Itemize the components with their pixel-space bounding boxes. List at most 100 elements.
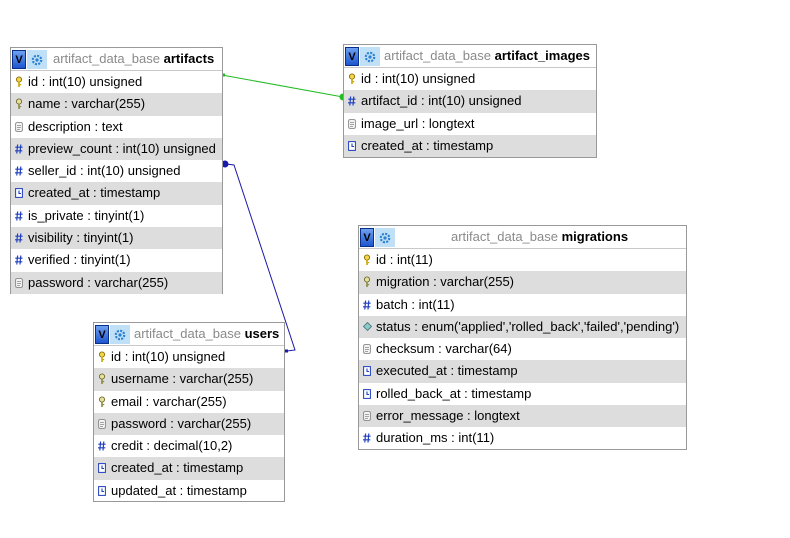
column-row[interactable]: error_message : longtext — [359, 405, 686, 428]
column-row[interactable]: batch : int(11) — [359, 294, 686, 316]
gear-icon[interactable] — [375, 228, 395, 247]
gear-icon[interactable] — [110, 325, 130, 344]
column-definition: seller_id : int(10) unsigned — [28, 163, 181, 179]
timestamp-field-icon — [97, 480, 107, 502]
column-row[interactable]: created_at : timestamp — [11, 182, 222, 205]
key-icon — [362, 271, 372, 293]
table-name: artifacts — [163, 51, 215, 66]
text-field-icon — [362, 405, 372, 427]
column-row[interactable]: id : int(11) — [359, 249, 686, 271]
text-field-icon — [14, 272, 24, 294]
table-title: artifact_data_base artifact_images — [384, 45, 590, 67]
numeric-field-icon — [14, 205, 24, 227]
column-row[interactable]: visibility : tinyint(1) — [11, 227, 222, 250]
column-definition: batch : int(11) — [376, 296, 455, 312]
column-row[interactable]: duration_ms : int(11) — [359, 427, 686, 449]
column-row[interactable]: verified : tinyint(1) — [11, 249, 222, 271]
column-row[interactable]: password : varchar(255) — [11, 271, 222, 294]
column-row[interactable]: image_url : longtext — [344, 113, 596, 135]
column-definition: artifact_id : int(10) unsigned — [361, 93, 522, 109]
column-row[interactable]: id : int(10) unsigned — [344, 68, 596, 90]
column-row[interactable]: password : varchar(255) — [94, 412, 284, 436]
gear-icon[interactable] — [360, 47, 380, 66]
column-definition: created_at : timestamp — [111, 460, 244, 476]
column-definition: updated_at : timestamp — [111, 482, 247, 498]
numeric-field-icon — [14, 249, 24, 271]
table-title: artifact_data_base users — [134, 323, 279, 345]
table-header-icons: V — [345, 47, 380, 67]
column-definition: password : varchar(255) — [111, 415, 252, 431]
key-icon — [347, 68, 357, 90]
column-row[interactable]: description : text — [11, 116, 222, 138]
column-row[interactable]: checksum : varchar(64) — [359, 338, 686, 360]
column-definition: name : varchar(255) — [28, 96, 146, 112]
column-definition: id : int(10) unsigned — [111, 349, 226, 364]
column-row[interactable]: is_private : tinyint(1) — [11, 205, 222, 227]
column-row[interactable]: created_at : timestamp — [344, 134, 596, 158]
timestamp-field-icon — [362, 383, 372, 405]
table-header[interactable]: V artifact_data_base artifacts — [11, 48, 222, 71]
table-migrations[interactable]: V artifact_data_base migrations id : int… — [358, 225, 687, 450]
key-icon — [97, 368, 107, 390]
toggle-columns-icon[interactable]: V — [360, 228, 374, 247]
table-header-icons: V — [12, 50, 47, 70]
database-name: artifact_data_base — [53, 51, 160, 66]
column-row[interactable]: updated_at : timestamp — [94, 480, 284, 502]
toggle-columns-icon[interactable]: V — [12, 50, 26, 69]
column-definition: description : text — [28, 118, 123, 134]
toggle-columns-icon[interactable]: V — [345, 47, 359, 66]
text-field-icon — [347, 113, 357, 135]
column-row[interactable]: status : enum('applied','rolled_back','f… — [359, 315, 686, 339]
table-name: artifact_images — [494, 48, 590, 63]
table-header[interactable]: V artifact_data_base users — [94, 323, 284, 346]
toggle-columns-icon[interactable]: V — [95, 325, 109, 344]
column-definition: credit : decimal(10,2) — [111, 438, 233, 454]
column-row[interactable]: email : varchar(255) — [94, 391, 284, 413]
numeric-field-icon — [362, 294, 372, 316]
column-definition: image_url : longtext — [361, 115, 475, 131]
table-header-icons: V — [95, 325, 130, 345]
column-row[interactable]: preview_count : int(10) unsigned — [11, 137, 222, 161]
gear-icon[interactable] — [27, 50, 47, 69]
column-row[interactable]: id : int(10) unsigned — [94, 346, 284, 368]
column-definition: username : varchar(255) — [111, 371, 254, 387]
table-users[interactable]: V artifact_data_base users id : int(10) … — [93, 322, 285, 502]
column-row[interactable]: created_at : timestamp — [94, 457, 284, 480]
column-definition: visibility : tinyint(1) — [28, 230, 134, 246]
key-icon — [14, 71, 24, 93]
table-header[interactable]: V artifact_data_base migrations — [359, 226, 686, 249]
numeric-field-icon — [14, 160, 24, 182]
database-name: artifact_data_base — [451, 229, 558, 244]
column-definition: rolled_back_at : timestamp — [376, 385, 532, 401]
column-row[interactable]: username : varchar(255) — [94, 368, 284, 391]
column-definition: error_message : longtext — [376, 408, 520, 424]
column-row[interactable]: migration : varchar(255) — [359, 271, 686, 294]
table-artifact-images[interactable]: V artifact_data_base artifact_images id … — [343, 44, 597, 158]
column-row[interactable]: id : int(10) unsigned — [11, 71, 222, 93]
column-definition: verified : tinyint(1) — [28, 252, 131, 268]
column-definition: preview_count : int(10) unsigned — [28, 140, 216, 156]
column-definition: id : int(11) — [376, 252, 433, 267]
column-definition: created_at : timestamp — [361, 137, 494, 153]
table-header-icons: V — [360, 228, 395, 248]
column-definition: id : int(10) unsigned — [28, 74, 143, 89]
numeric-field-icon — [14, 138, 24, 160]
column-definition: migration : varchar(255) — [376, 274, 514, 290]
table-name: migrations — [561, 229, 629, 244]
timestamp-field-icon — [347, 135, 357, 157]
column-row[interactable]: executed_at : timestamp — [359, 360, 686, 383]
column-row[interactable]: name : varchar(255) — [11, 93, 222, 116]
table-title: artifact_data_base artifacts — [53, 48, 214, 70]
table-artifacts[interactable]: V artifact_data_base artifacts id : int(… — [10, 47, 223, 294]
text-field-icon — [362, 338, 372, 360]
column-row[interactable]: seller_id : int(10) unsigned — [11, 160, 222, 182]
column-definition: password : varchar(255) — [28, 274, 169, 290]
timestamp-field-icon — [14, 182, 24, 204]
enum-field-icon — [362, 316, 372, 338]
column-row[interactable]: rolled_back_at : timestamp — [359, 383, 686, 405]
table-header[interactable]: V artifact_data_base artifact_images — [344, 45, 596, 68]
timestamp-field-icon — [362, 360, 372, 382]
column-row[interactable]: artifact_id : int(10) unsigned — [344, 90, 596, 113]
timestamp-field-icon — [97, 457, 107, 479]
column-row[interactable]: credit : decimal(10,2) — [94, 435, 284, 457]
